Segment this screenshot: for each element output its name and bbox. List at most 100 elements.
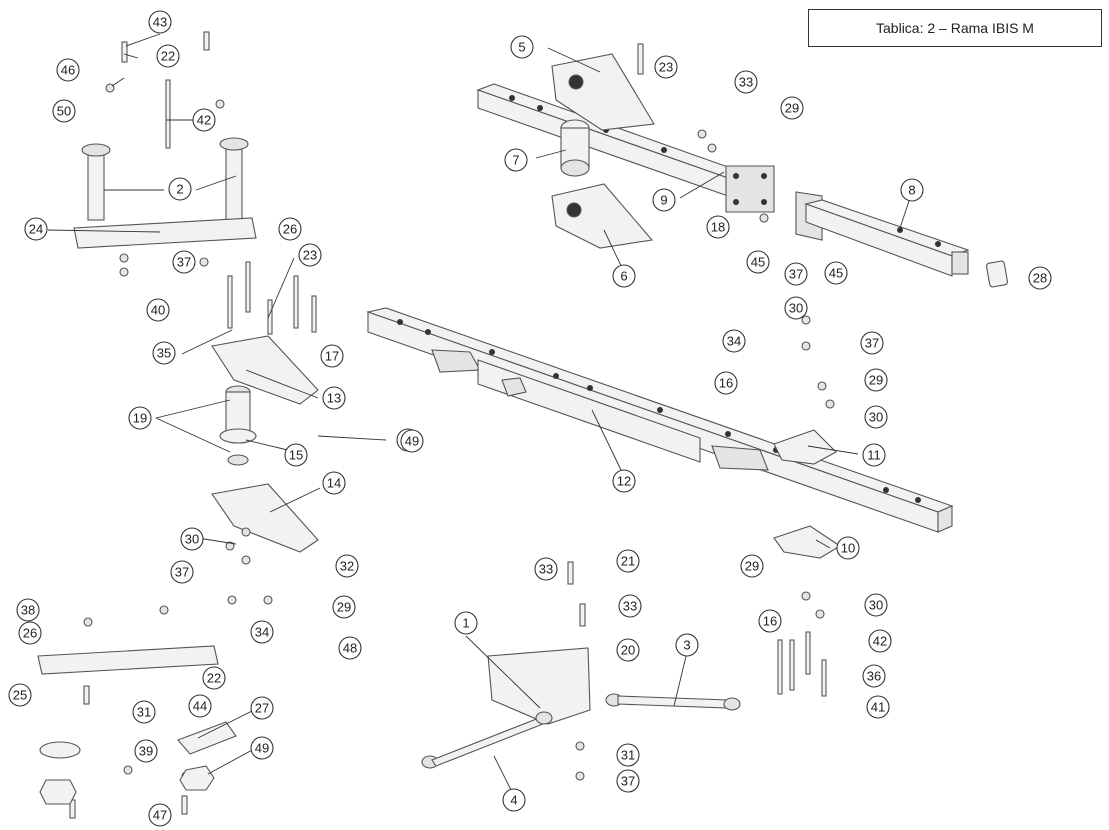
turntable-plate-lower xyxy=(211,483,319,553)
callout-6: 6 xyxy=(612,264,636,288)
upper-crossbar-left xyxy=(73,217,257,249)
callout-balloon xyxy=(616,638,640,662)
callout-27: 27 xyxy=(250,696,274,720)
callout-number: 31 xyxy=(621,748,635,763)
callout-number: 33 xyxy=(739,75,753,90)
callout-number: 16 xyxy=(763,614,777,629)
callout-number: 10 xyxy=(841,541,855,556)
flange-left xyxy=(39,741,81,759)
callout-28: 28 xyxy=(1028,266,1052,290)
callout-number: 12 xyxy=(617,474,631,489)
hitch-bracket xyxy=(487,647,591,725)
callout-5: 5 xyxy=(510,35,534,59)
callout-number: 37 xyxy=(865,336,879,351)
callout-balloon xyxy=(298,243,322,267)
callout-balloon xyxy=(148,10,172,34)
callout-balloon xyxy=(714,371,738,395)
callout-40: 40 xyxy=(146,298,170,322)
callout-balloon xyxy=(864,368,888,392)
callout-45: 45 xyxy=(824,261,848,285)
callout-balloon xyxy=(56,58,80,82)
callout-19: 19 xyxy=(128,406,152,430)
callout-balloon xyxy=(128,406,152,430)
callout-balloon xyxy=(784,296,808,320)
callout-balloon xyxy=(510,35,534,59)
nut-large-left xyxy=(39,779,77,805)
callout-10: 10 xyxy=(836,536,860,560)
callout-balloon xyxy=(192,108,216,132)
callout-14: 14 xyxy=(322,471,346,495)
nut-large-right xyxy=(179,765,215,791)
callout-number: 42 xyxy=(197,113,211,128)
callout-number: 13 xyxy=(327,391,341,406)
callout-48: 48 xyxy=(338,636,362,660)
callout-13: 13 xyxy=(322,386,346,410)
callout-number: 29 xyxy=(745,559,759,574)
callout-number: 31 xyxy=(137,705,151,720)
callout-balloon xyxy=(722,329,746,353)
callout-balloon xyxy=(278,217,302,241)
callout-number: 22 xyxy=(161,49,175,64)
callout-35: 35 xyxy=(152,341,176,365)
callout-balloon xyxy=(836,536,860,560)
upper-plate xyxy=(551,53,655,131)
callout-number: 25 xyxy=(13,688,27,703)
callout-balloon xyxy=(502,788,526,812)
callout-20: 20 xyxy=(616,638,640,662)
callout-balloon xyxy=(24,217,48,241)
callout-37: 37 xyxy=(784,262,808,286)
lower-plate xyxy=(551,183,654,249)
callout-balloon xyxy=(740,554,764,578)
adjuster-rod-3 xyxy=(605,693,741,711)
callout-number: 30 xyxy=(869,410,883,425)
callout-number: 36 xyxy=(867,669,881,684)
callout-number: 45 xyxy=(751,255,765,270)
callout-22: 22 xyxy=(202,666,226,690)
callout-number: 26 xyxy=(23,626,37,641)
callout-balloon xyxy=(134,739,158,763)
callout-balloon xyxy=(900,178,924,202)
callout-number: 39 xyxy=(139,744,153,759)
callout-29: 29 xyxy=(740,554,764,578)
callout-balloon xyxy=(284,443,308,467)
callout-number: 49 xyxy=(255,741,269,756)
callout-balloon xyxy=(504,148,528,172)
callout-number: 9 xyxy=(660,193,667,208)
callout-number: 16 xyxy=(719,376,733,391)
callout-balloon xyxy=(868,629,892,653)
callout-balloon xyxy=(616,743,640,767)
callout-26: 26 xyxy=(278,217,302,241)
callout-balloon xyxy=(734,70,758,94)
callout-47: 47 xyxy=(148,803,172,827)
callout-balloon xyxy=(400,429,424,453)
callout-number: 37 xyxy=(177,255,191,270)
diagram-title: Tablica: 2 – Rama IBIS M xyxy=(876,20,1034,36)
callout-balloon xyxy=(250,696,274,720)
callout-42: 42 xyxy=(868,629,892,653)
callout-number: 18 xyxy=(711,220,725,235)
bolts xyxy=(69,31,827,819)
callout-number: 24 xyxy=(29,222,43,237)
callout-balloon xyxy=(146,298,170,322)
nuts-washers xyxy=(83,83,835,781)
callout-balloon xyxy=(612,264,636,288)
callout-37: 37 xyxy=(616,769,640,793)
callout-30: 30 xyxy=(180,527,204,551)
callout-16: 16 xyxy=(714,371,738,395)
callout-9: 9 xyxy=(652,188,676,212)
callout-balloon xyxy=(864,405,888,429)
callout-49: 49 xyxy=(400,429,424,453)
callout-15: 15 xyxy=(284,443,308,467)
callout-number: 15 xyxy=(289,448,303,463)
callout-balloon xyxy=(758,609,782,633)
title-box: Tablica: 2 – Rama IBIS M xyxy=(808,9,1102,47)
callout-number: 30 xyxy=(789,301,803,316)
callout-balloon xyxy=(250,620,274,644)
callout-37: 37 xyxy=(170,560,194,584)
callout-42: 42 xyxy=(192,108,216,132)
callout-balloon xyxy=(332,595,356,619)
callout-37: 37 xyxy=(860,331,884,355)
callout-balloon xyxy=(18,621,42,645)
callout-number: 48 xyxy=(343,641,357,656)
callout-number: 33 xyxy=(623,599,637,614)
